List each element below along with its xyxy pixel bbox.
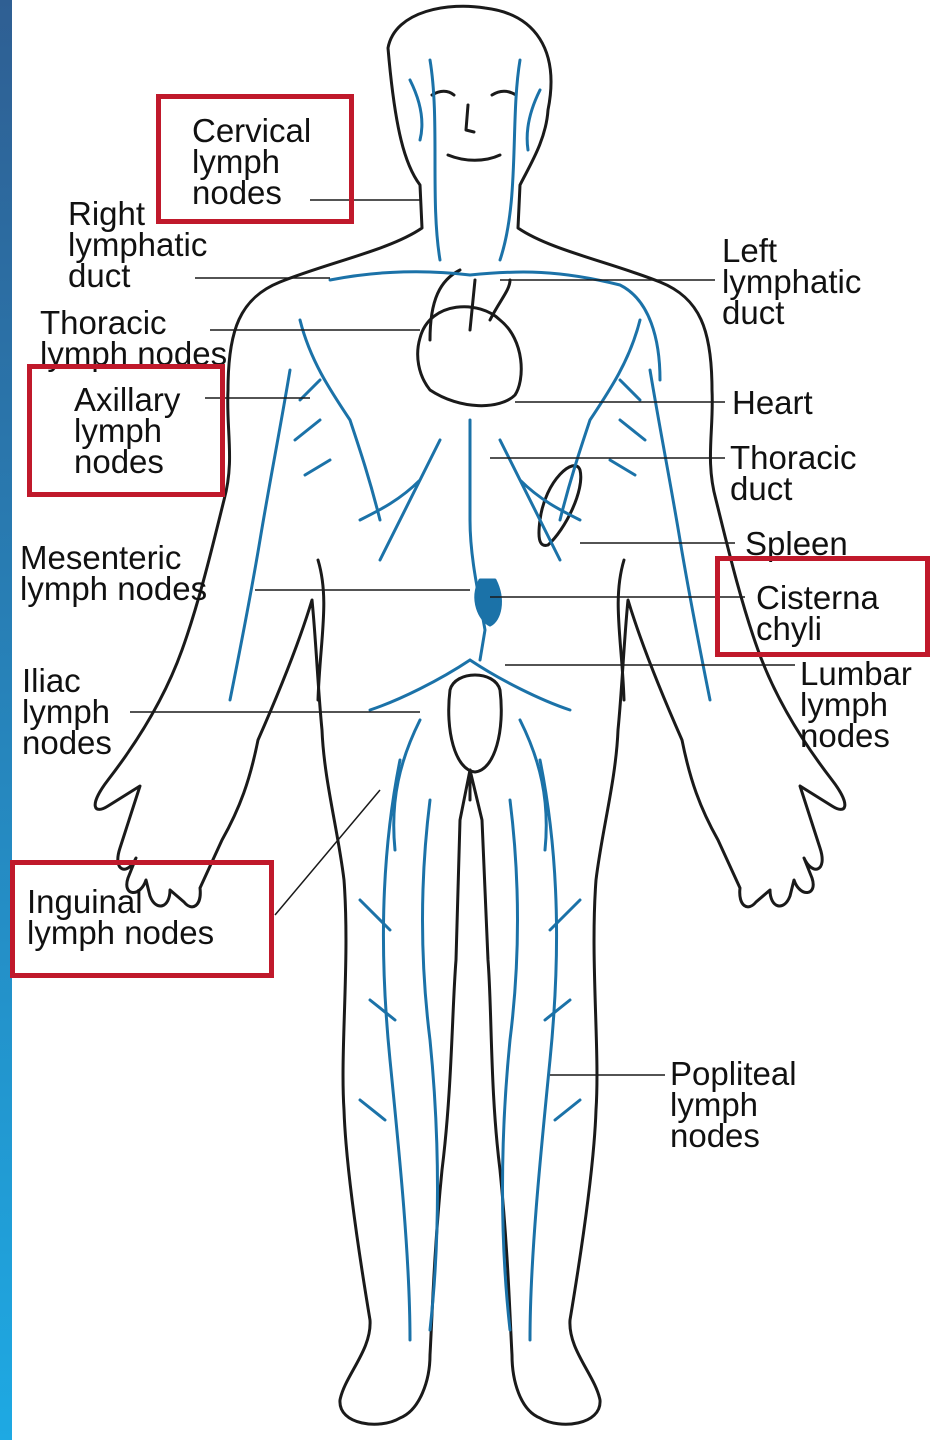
torso-lines [318,560,624,800]
face-features [432,91,516,160]
pelvic-outline [449,675,502,772]
thoracic-lymph-nodes-label: Thoracic lymph nodes [40,307,227,369]
iliac-lymph-nodes-label: Iliac lymph nodes [22,665,112,758]
inguinal-highlight-box [10,860,274,978]
cervical-highlight-box [156,94,354,224]
mesenteric-lymph-nodes-label: Mesenteric lymph nodes [20,542,207,604]
thoracic-duct-label: Thoracic duct [730,442,857,504]
popliteal-lymph-nodes-label: Popliteal lymph nodes [670,1058,797,1151]
spleen-label: Spleen [745,528,848,559]
heart-label: Heart [732,387,813,418]
heart-vessels [430,270,510,340]
lumbar-lymph-nodes-label: Lumbar lymph nodes [800,658,912,751]
cisterna-chyli-highlight-box [715,556,930,657]
axillary-highlight-box [27,364,225,497]
left-lymphatic-duct-label: Left lymphatic duct [722,235,861,328]
lymphatic-vessels [230,60,710,1340]
